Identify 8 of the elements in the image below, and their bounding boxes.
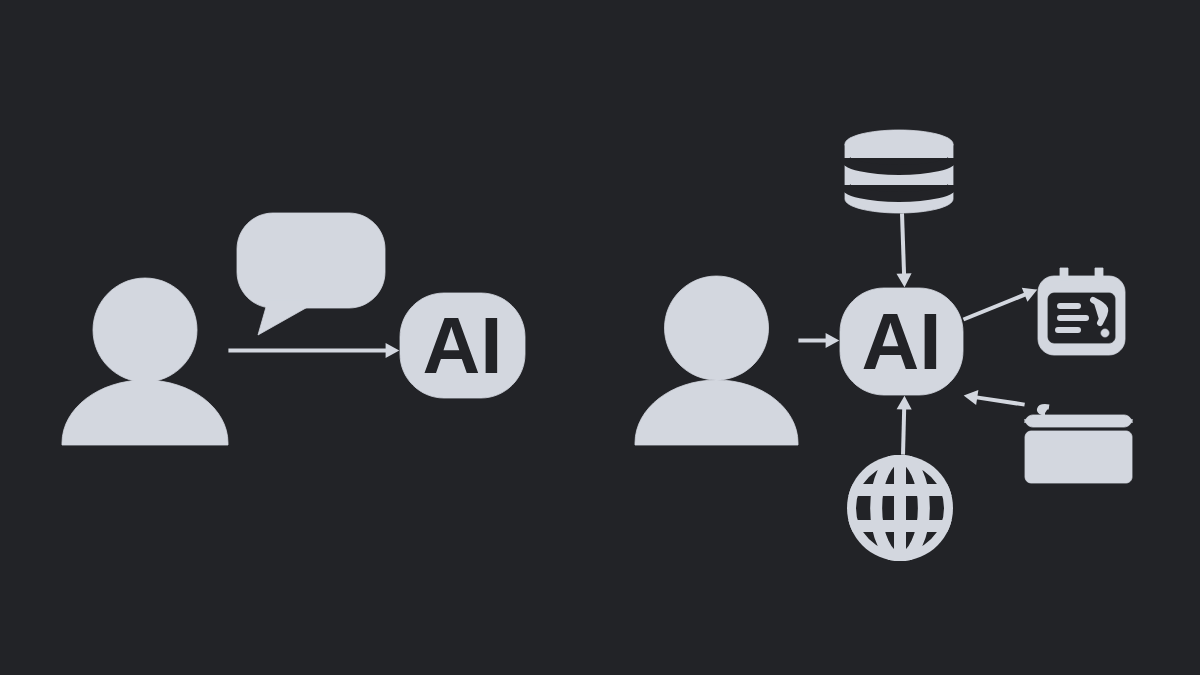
person-icon (634, 275, 799, 446)
screen-icon (1037, 267, 1126, 356)
speech-bubble-icon (236, 212, 386, 336)
globe-icon (847, 455, 953, 561)
folder-icon (1024, 404, 1133, 484)
ai-box: AI (399, 292, 526, 399)
person-icon (61, 277, 229, 446)
ai-box: AI (839, 287, 964, 396)
